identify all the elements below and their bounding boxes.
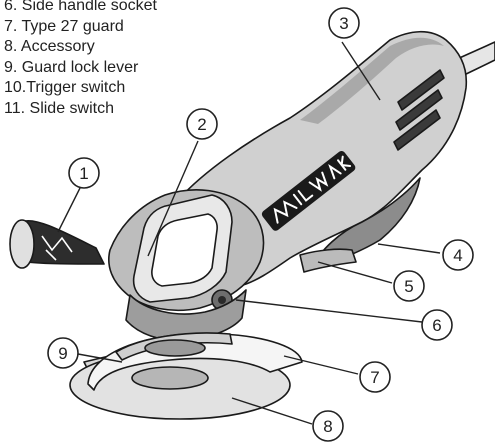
callout-7: 7 [359, 361, 391, 393]
leader-6 [235, 299, 423, 323]
legend-item: 11. Slide switch [4, 99, 157, 120]
callout-number: 2 [197, 115, 206, 134]
leader-5 [317, 261, 393, 284]
leader-8 [231, 397, 313, 425]
parts-legend: 6. Side handle socket 7. Type 27 guard 8… [4, 0, 157, 119]
front-plate-window [151, 213, 218, 287]
leader-2 [147, 140, 199, 257]
callout-3: 3 [328, 7, 360, 39]
legend-label: Type 27 guard [21, 17, 124, 35]
callout-number: 8 [323, 417, 332, 436]
callout-8: 8 [312, 410, 344, 442]
side-handle-socket-inner [218, 296, 226, 304]
leader-4 [377, 243, 441, 254]
housing-shade [300, 37, 444, 124]
legend-number: 6. [4, 0, 18, 14]
callout-1: 1 [68, 157, 100, 189]
legend-number: 7. [4, 17, 18, 35]
legend-label: Slide switch [29, 99, 114, 117]
leader-9 [77, 353, 123, 363]
legend-number: 11. [4, 99, 26, 117]
legend-label: Guard lock lever [21, 58, 139, 76]
callout-6: 6 [421, 309, 453, 341]
leader-7 [283, 355, 359, 375]
callout-number: 3 [339, 14, 348, 33]
accessory-disc-hub [131, 366, 209, 390]
legend-item: 10.Trigger switch [4, 78, 157, 99]
callout-number: 1 [79, 164, 88, 183]
side-handle-grip-pattern [41, 235, 73, 261]
slide-switch [299, 248, 357, 273]
legend-number: 9. [4, 58, 18, 76]
callout-number: 4 [453, 246, 462, 265]
callout-number: 5 [404, 277, 413, 296]
callout-leaders [57, 41, 441, 425]
leader-3 [341, 41, 381, 101]
milwaukee-logo [261, 151, 356, 231]
spindle-flange [144, 339, 206, 357]
cooling-vents [393, 69, 445, 151]
side-handle-cap [9, 219, 35, 269]
callout-number: 9 [58, 344, 67, 363]
callout-5: 5 [393, 270, 425, 302]
leader-1 [57, 187, 81, 233]
legend-item: 9. Guard lock lever [4, 58, 157, 79]
legend-item: 8. Accessory [4, 37, 157, 58]
callout-2: 2 [186, 108, 218, 140]
legend-label: Side handle socket [21, 0, 157, 14]
guard-clamp [115, 332, 233, 361]
legend-number: 10. [4, 79, 27, 96]
legend-item: 6. Side handle socket [4, 0, 157, 17]
callout-number: 7 [370, 368, 379, 387]
legend-number: 8. [4, 38, 18, 55]
callout-number: 6 [432, 316, 441, 335]
callout-9: 9 [47, 337, 79, 369]
legend-label: Accessory [20, 38, 95, 55]
legend-label: Trigger switch [26, 79, 126, 96]
callout-4: 4 [442, 239, 474, 271]
legend-item: 7. Type 27 guard [4, 17, 157, 38]
